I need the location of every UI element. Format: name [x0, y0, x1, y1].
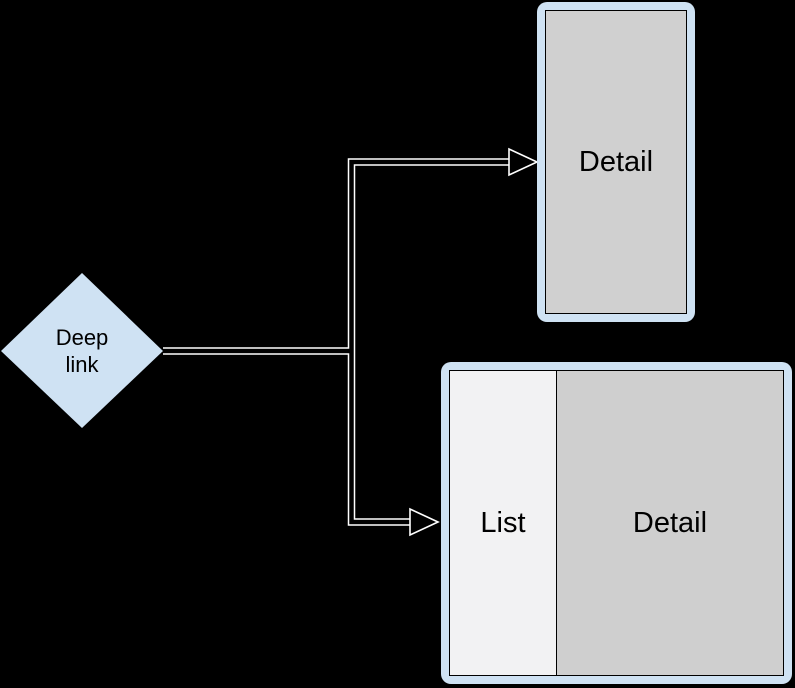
- deep-link-label-line2: link: [65, 352, 99, 377]
- list-pane-label: List: [480, 506, 526, 539]
- list-detail-screen-panel: List Detail: [449, 370, 784, 676]
- connector-branch-core: [349, 159, 512, 525]
- detail-screen-node: Detail: [537, 2, 695, 322]
- detail-screen-panel: Detail: [545, 10, 687, 314]
- list-pane: List: [450, 371, 557, 675]
- list-detail-screen-node: List Detail: [441, 362, 792, 684]
- deep-link-label-line1: Deep: [55, 325, 109, 350]
- detail-screen-label: Detail: [578, 145, 654, 178]
- deep-link-label: Deep link: [2, 281, 162, 421]
- connector-cores: [163, 159, 512, 525]
- detail-pane-label: Detail: [632, 506, 708, 539]
- detail-pane: Detail: [557, 371, 783, 675]
- deep-link-node: [1, 273, 163, 428]
- arrowhead-to-list-detail-icon: [409, 507, 440, 537]
- arrowhead-to-detail-icon: [508, 147, 539, 177]
